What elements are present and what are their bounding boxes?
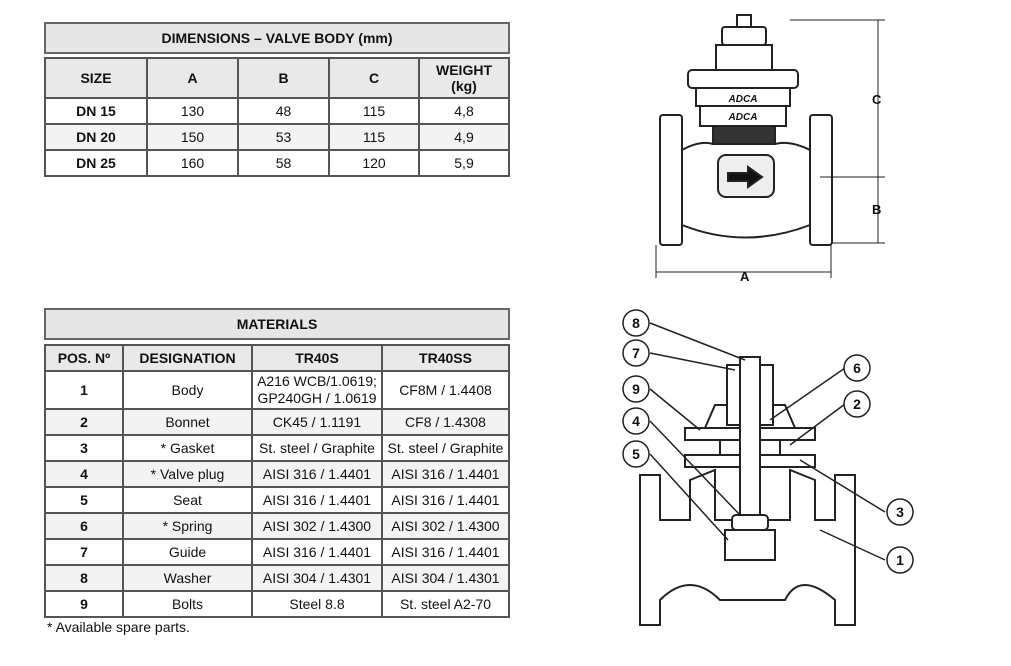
callout-1: 1 (886, 546, 914, 574)
col-b: B (237, 57, 330, 99)
dim-label-b: B (872, 202, 881, 217)
valve-outline-drawing: ADCA ADCA (659, 14, 833, 246)
callout-2: 2 (843, 390, 871, 418)
callout-3: 3 (886, 498, 914, 526)
footnote: * Available spare parts. (47, 619, 190, 635)
callout-6: 6 (843, 354, 871, 382)
col-designation: DESIGNATION (122, 344, 253, 372)
callout-9: 9 (622, 375, 650, 403)
callout-4: 4 (622, 407, 650, 435)
dim-label-c: C (872, 92, 882, 107)
col-pos: POS. Nº (44, 344, 124, 372)
callouts: 8 7 9 4 5 6 2 3 1 (622, 309, 914, 574)
brand-logo: ADCA (728, 94, 758, 105)
col-weight: WEIGHT(kg) (418, 57, 510, 99)
svg-text:7: 7 (632, 345, 640, 361)
svg-text:ADCA: ADCA (728, 112, 758, 123)
svg-text:6: 6 (853, 360, 861, 376)
materials-title: MATERIALS (44, 308, 510, 340)
dim-label-a: A (740, 269, 750, 284)
svg-text:1: 1 (896, 552, 904, 568)
svg-text:4: 4 (632, 413, 640, 429)
col-c: C (328, 57, 420, 99)
svg-text:5: 5 (632, 446, 640, 462)
callout-7: 7 (622, 339, 650, 367)
dimension-lines (655, 19, 885, 278)
valve-section-drawing (639, 356, 856, 626)
col-a: A (146, 57, 239, 99)
col-tr40ss: TR40SS (381, 344, 510, 372)
col-size: SIZE (44, 57, 148, 99)
dimensions-title: DIMENSIONS – VALVE BODY (mm) (44, 22, 510, 54)
svg-text:2: 2 (853, 396, 861, 412)
col-tr40s: TR40S (251, 344, 383, 372)
callout-5: 5 (622, 440, 650, 468)
svg-text:9: 9 (632, 381, 640, 397)
callout-8: 8 (622, 309, 650, 337)
svg-text:3: 3 (896, 504, 904, 520)
svg-text:8: 8 (632, 315, 640, 331)
